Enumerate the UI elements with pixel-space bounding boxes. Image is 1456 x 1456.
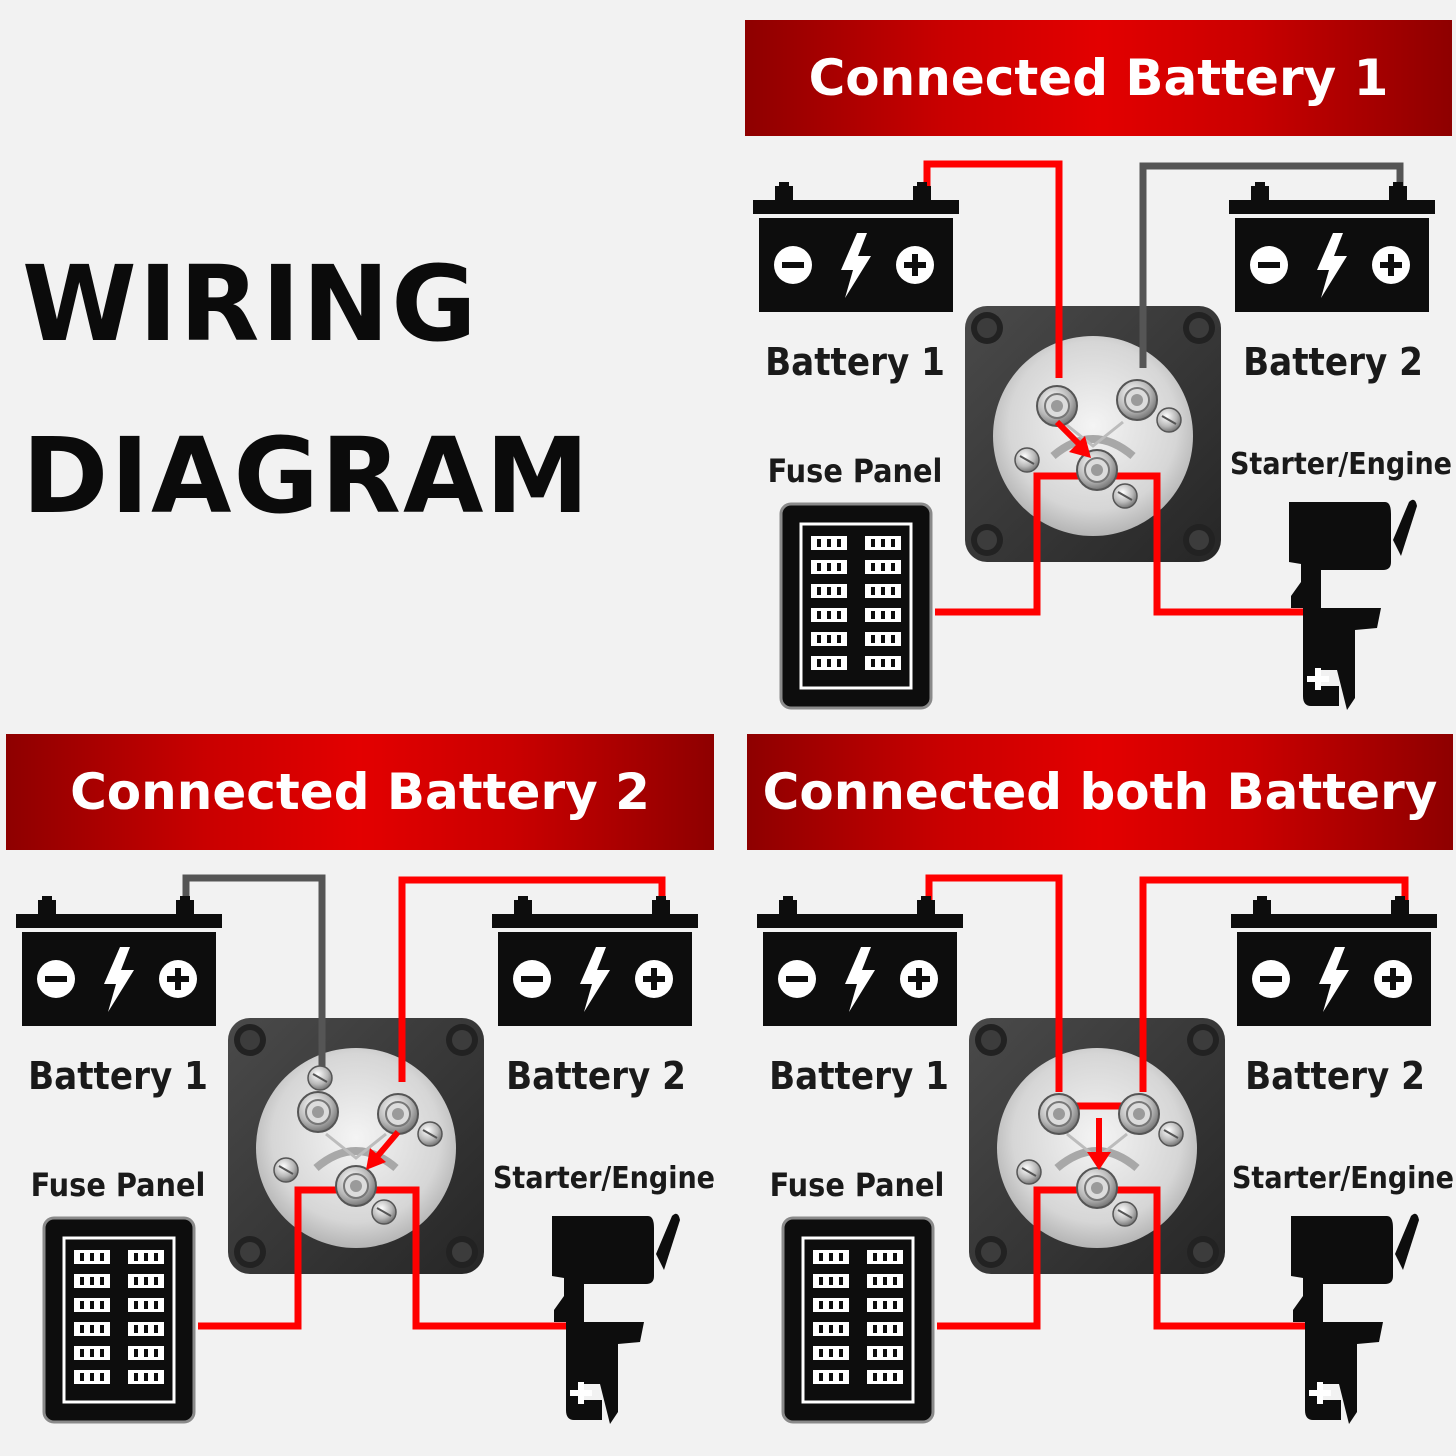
wire-starter xyxy=(1095,1186,1323,1330)
label-battery-1: Battery 1 xyxy=(765,340,945,384)
wire-battery-1-inactive xyxy=(182,874,326,1082)
outboard-motor-icon xyxy=(1291,1213,1419,1424)
label-battery-2: Battery 2 xyxy=(506,1054,686,1098)
label-starter-engine: Starter/Engine xyxy=(1232,1161,1454,1196)
battery-1-icon xyxy=(753,182,959,312)
wire-starter xyxy=(354,1186,582,1330)
battery-2-icon xyxy=(1229,182,1435,312)
label-battery-1: Battery 1 xyxy=(769,1054,949,1098)
fuse-panel-icon xyxy=(42,1216,196,1424)
label-fuse-panel: Fuse Panel xyxy=(31,1166,206,1204)
label-starter-engine: Starter/Engine xyxy=(1230,447,1452,482)
battery-2-icon xyxy=(492,896,698,1026)
label-battery-2: Battery 2 xyxy=(1245,1054,1425,1098)
label-starter-engine: Starter/Engine xyxy=(493,1161,715,1196)
wire-battery-1 xyxy=(925,874,1063,1092)
diagram-connected-battery-1: Battery 1 Battery 2 Fuse Panel Starter/E… xyxy=(753,160,1452,710)
outboard-motor-icon xyxy=(552,1213,680,1424)
diagram-connected-both-battery: Battery 1 Battery 2 Fuse Panel Starter/E… xyxy=(757,874,1454,1424)
page-title: WIRING DIAGRAM xyxy=(22,218,591,562)
wire-battery-2 xyxy=(398,876,666,1082)
banner-connected-battery-1: Connected Battery 1 xyxy=(745,20,1452,136)
wire-battery-2 xyxy=(1139,876,1409,1092)
wire-fuse-panel xyxy=(935,472,1089,616)
arrow-down-icon xyxy=(1087,1118,1111,1170)
arrow-down-icon xyxy=(366,1130,401,1170)
wire-battery-2-inactive xyxy=(1139,162,1404,368)
battery-1-icon xyxy=(16,896,222,1026)
outboard-motor-icon xyxy=(1289,499,1417,710)
wire-battery-1 xyxy=(923,160,1063,378)
label-battery-1: Battery 1 xyxy=(28,1054,208,1098)
diagram-connected-battery-2: Battery 1 Battery 2 Fuse Panel Starter/E… xyxy=(16,874,715,1424)
wire-starter xyxy=(1089,472,1320,616)
fuse-panel-icon xyxy=(779,502,933,710)
label-battery-2: Battery 2 xyxy=(1243,340,1423,384)
fuse-panel-icon xyxy=(781,1216,935,1424)
banner-connected-battery-2: Connected Battery 2 xyxy=(6,734,714,850)
page-title-line2: DIAGRAM xyxy=(22,415,591,537)
wire-fuse-panel xyxy=(937,1186,1095,1330)
label-fuse-panel: Fuse Panel xyxy=(770,1166,945,1204)
wire-fuse-panel xyxy=(198,1186,354,1330)
label-fuse-panel: Fuse Panel xyxy=(768,452,943,490)
banner-connected-both-battery: Connected both Battery xyxy=(747,734,1453,850)
battery-switch xyxy=(228,1018,484,1274)
arrow-down-icon xyxy=(1054,419,1091,458)
battery-1-icon xyxy=(757,896,963,1026)
battery-switch xyxy=(965,306,1221,562)
battery-2-icon xyxy=(1231,896,1437,1026)
page-title-line1: WIRING xyxy=(22,243,479,365)
